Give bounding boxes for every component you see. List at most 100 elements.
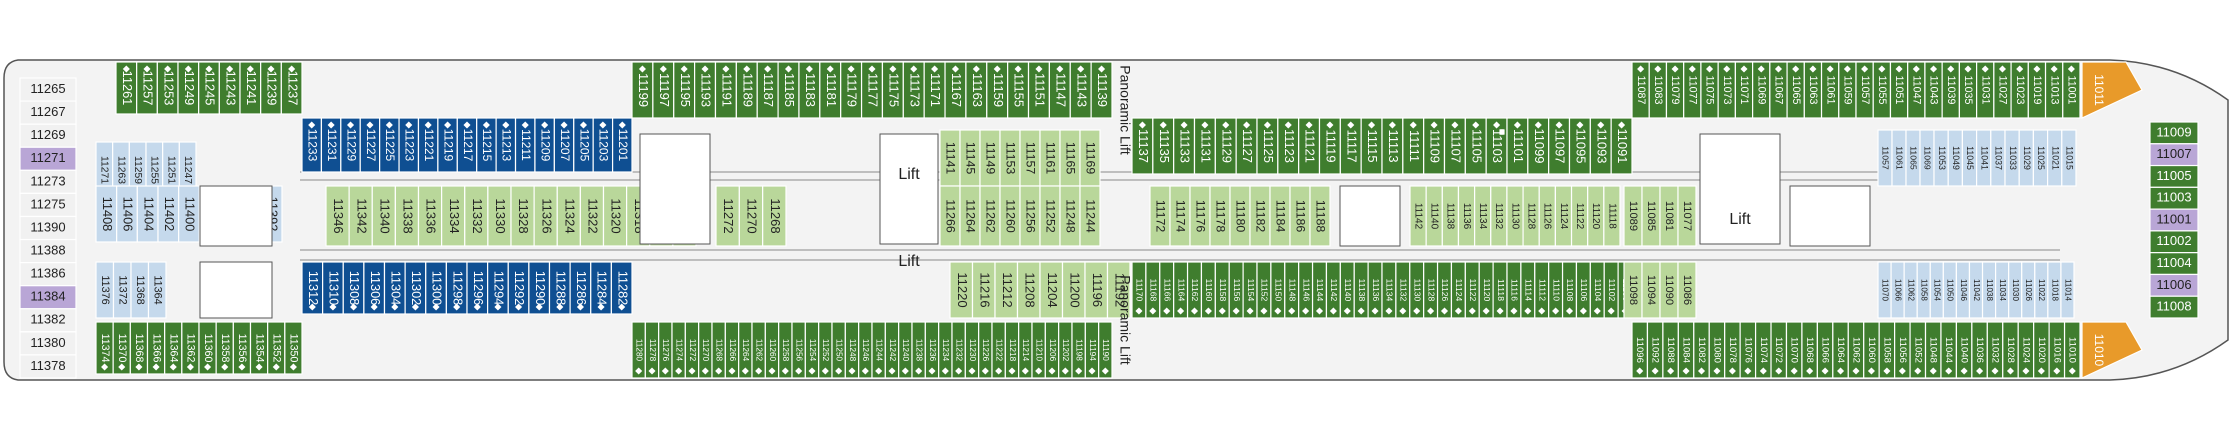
cabin-11206[interactable]: 11206 (1044, 321, 1060, 379)
cabin-11274[interactable]: 11274 (671, 321, 686, 379)
cabin-11110[interactable]: 11110 (1548, 261, 1564, 319)
cabin-11038[interactable]: 11038 (1981, 261, 1997, 319)
cabin-11211[interactable]: 11211 (514, 117, 536, 173)
cabin-11129[interactable]: 11129 (1214, 117, 1237, 175)
cabin-11145[interactable]: 11145 (959, 129, 981, 187)
cabin-11084[interactable]: 11084 (1677, 321, 1695, 379)
cabin-11156[interactable]: 11156 (1228, 261, 1244, 319)
cabin-11199[interactable]: 11199 (631, 61, 654, 119)
cabin-11034[interactable]: 11034 (1994, 261, 2010, 319)
cabin-11288[interactable]: 11288 (548, 261, 571, 315)
cabin-11115[interactable]: 11115 (1360, 117, 1383, 175)
cabin-11011[interactable]: 11011 (2081, 61, 2143, 119)
cabin-11374[interactable]: 11374 (95, 321, 114, 375)
cabin-11209[interactable]: 11209 (534, 117, 555, 173)
cabin-11015[interactable]: 11015 (1502, 129, 1505, 135)
cabin-11112[interactable]: 11112 (1534, 261, 1550, 319)
cabin-11262[interactable]: 11262 (979, 185, 1001, 247)
cabin-11328[interactable]: 11328 (510, 185, 535, 247)
cabin-11015[interactable]: 11015 (2061, 129, 2077, 187)
cabin-11261[interactable]: 11261 (115, 61, 138, 115)
cabin-11269[interactable]: 11269 (19, 123, 77, 148)
cabin-11214[interactable]: 11214 (1018, 321, 1033, 379)
cabin-11169[interactable]: 11169 (1079, 129, 1101, 187)
cabin-11130[interactable]: 11130 (1506, 185, 1524, 247)
cabin-11256[interactable]: 11256 (1019, 185, 1041, 247)
cabin-11131[interactable]: 11131 (1193, 117, 1216, 175)
cabin-11118[interactable]: 11118 (1603, 185, 1621, 247)
cabin-11241[interactable]: 11241 (239, 61, 262, 115)
cabin-11141[interactable]: 11141 (939, 129, 961, 187)
cabin-11081[interactable]: 11081 (1659, 185, 1679, 247)
cabin-11003[interactable]: 11003 (2149, 186, 2199, 210)
cabin-11120[interactable]: 11120 (1478, 261, 1494, 319)
cabin-11025[interactable]: 11025 (2032, 129, 2049, 187)
cabin-11406[interactable]: 11406 (116, 185, 138, 243)
cabin-11076[interactable]: 11076 (1739, 321, 1757, 379)
cabin-11019[interactable]: 11019 (2027, 61, 2047, 119)
cabin-11362[interactable]: 11362 (181, 321, 200, 375)
cabin-11083[interactable]: 11083 (1648, 61, 1668, 119)
cabin-11400[interactable]: 11400 (178, 185, 200, 243)
cabin-11175[interactable]: 11175 (881, 61, 904, 119)
cabin-11043[interactable]: 11043 (1924, 61, 1943, 119)
cabin-11326[interactable]: 11326 (533, 185, 558, 247)
cabin-11244[interactable]: 11244 (1079, 185, 1101, 247)
cabin-11220[interactable]: 11220 (949, 261, 974, 319)
cabin-11098[interactable]: 11098 (1623, 261, 1643, 319)
cabin-11236[interactable]: 11236 (924, 321, 940, 379)
cabin-11126[interactable]: 11126 (1436, 261, 1453, 319)
cabin-11230[interactable]: 11230 (964, 321, 980, 379)
cabin-11184[interactable]: 11184 (1269, 185, 1291, 247)
cabin-11242[interactable]: 11242 (884, 321, 900, 379)
cabin-11308[interactable]: 11308 (342, 261, 365, 315)
cabin-11022[interactable]: 11022 (2034, 261, 2049, 319)
cabin-11292[interactable]: 11292 (507, 261, 530, 315)
cabin-11247[interactable]: 11247 (178, 141, 197, 199)
cabin-11271[interactable]: 11271 (19, 146, 77, 171)
cabin-11249[interactable]: 11249 (177, 61, 200, 115)
cabin-11088[interactable]: 11088 (1662, 321, 1679, 379)
cabin-11237[interactable]: 11237 (280, 61, 303, 115)
cabin-11048[interactable]: 11048 (1924, 321, 1942, 379)
cabin-11229[interactable]: 11229 (340, 117, 361, 173)
cabin-11126[interactable]: 11126 (1538, 185, 1556, 247)
cabin-11260[interactable]: 11260 (999, 185, 1021, 247)
cabin-11402[interactable]: 11402 (157, 185, 180, 243)
cabin-11264[interactable]: 11264 (959, 185, 981, 247)
cabin-11104[interactable]: 11104 (1589, 261, 1605, 319)
cabin-11264[interactable]: 11264 (738, 321, 753, 379)
cabin-11039[interactable]: 11039 (1941, 61, 1960, 119)
cabin-11238[interactable]: 11238 (911, 321, 926, 379)
cabin-11118[interactable]: 11118 (1492, 261, 1508, 319)
cabin-11408[interactable]: 11408 (95, 185, 118, 243)
cabin-11154[interactable]: 11154 (1242, 261, 1258, 319)
cabin-11162[interactable]: 11162 (1186, 261, 1203, 319)
cabin-11054[interactable]: 11054 (1929, 261, 1944, 319)
cabin-11148[interactable]: 11148 (1284, 261, 1300, 319)
cabin-11040[interactable]: 11040 (1955, 321, 1973, 379)
cabin-11170[interactable]: 11170 (1131, 261, 1147, 319)
cabin-11114[interactable]: 11114 (1520, 261, 1536, 319)
cabin-11059[interactable]: 11059 (1838, 61, 1857, 119)
cabin-11001[interactable]: 11001 (2149, 208, 2199, 232)
cabin-11093[interactable]: 11093 (1589, 117, 1612, 175)
cabin-11342[interactable]: 11342 (348, 185, 373, 247)
cabin-11334[interactable]: 11334 (441, 185, 466, 247)
cabin-11300[interactable]: 11300 (425, 261, 447, 315)
cabin-11275[interactable]: 11275 (19, 192, 77, 218)
cabin-11216[interactable]: 11216 (971, 261, 996, 319)
cabin-11073[interactable]: 11073 (1717, 61, 1736, 119)
cabin-11095[interactable]: 11095 (1568, 117, 1591, 175)
cabin-11099[interactable]: 11099 (1527, 117, 1550, 175)
cabin-11358[interactable]: 11358 (215, 321, 234, 375)
cabin-11196[interactable]: 11196 (1084, 261, 1109, 319)
cabin-11390[interactable]: 11390 (19, 215, 77, 241)
cabin-11155[interactable]: 11155 (1007, 61, 1030, 119)
cabin-11386[interactable]: 11386 (19, 262, 77, 287)
cabin-11069[interactable]: 11069 (1752, 61, 1771, 119)
cabin-11171[interactable]: 11171 (923, 61, 946, 119)
cabin-11094[interactable]: 11094 (1641, 261, 1661, 319)
cabin-11062[interactable]: 11062 (1903, 261, 1918, 319)
cabin-11042[interactable]: 11042 (1968, 261, 1984, 319)
